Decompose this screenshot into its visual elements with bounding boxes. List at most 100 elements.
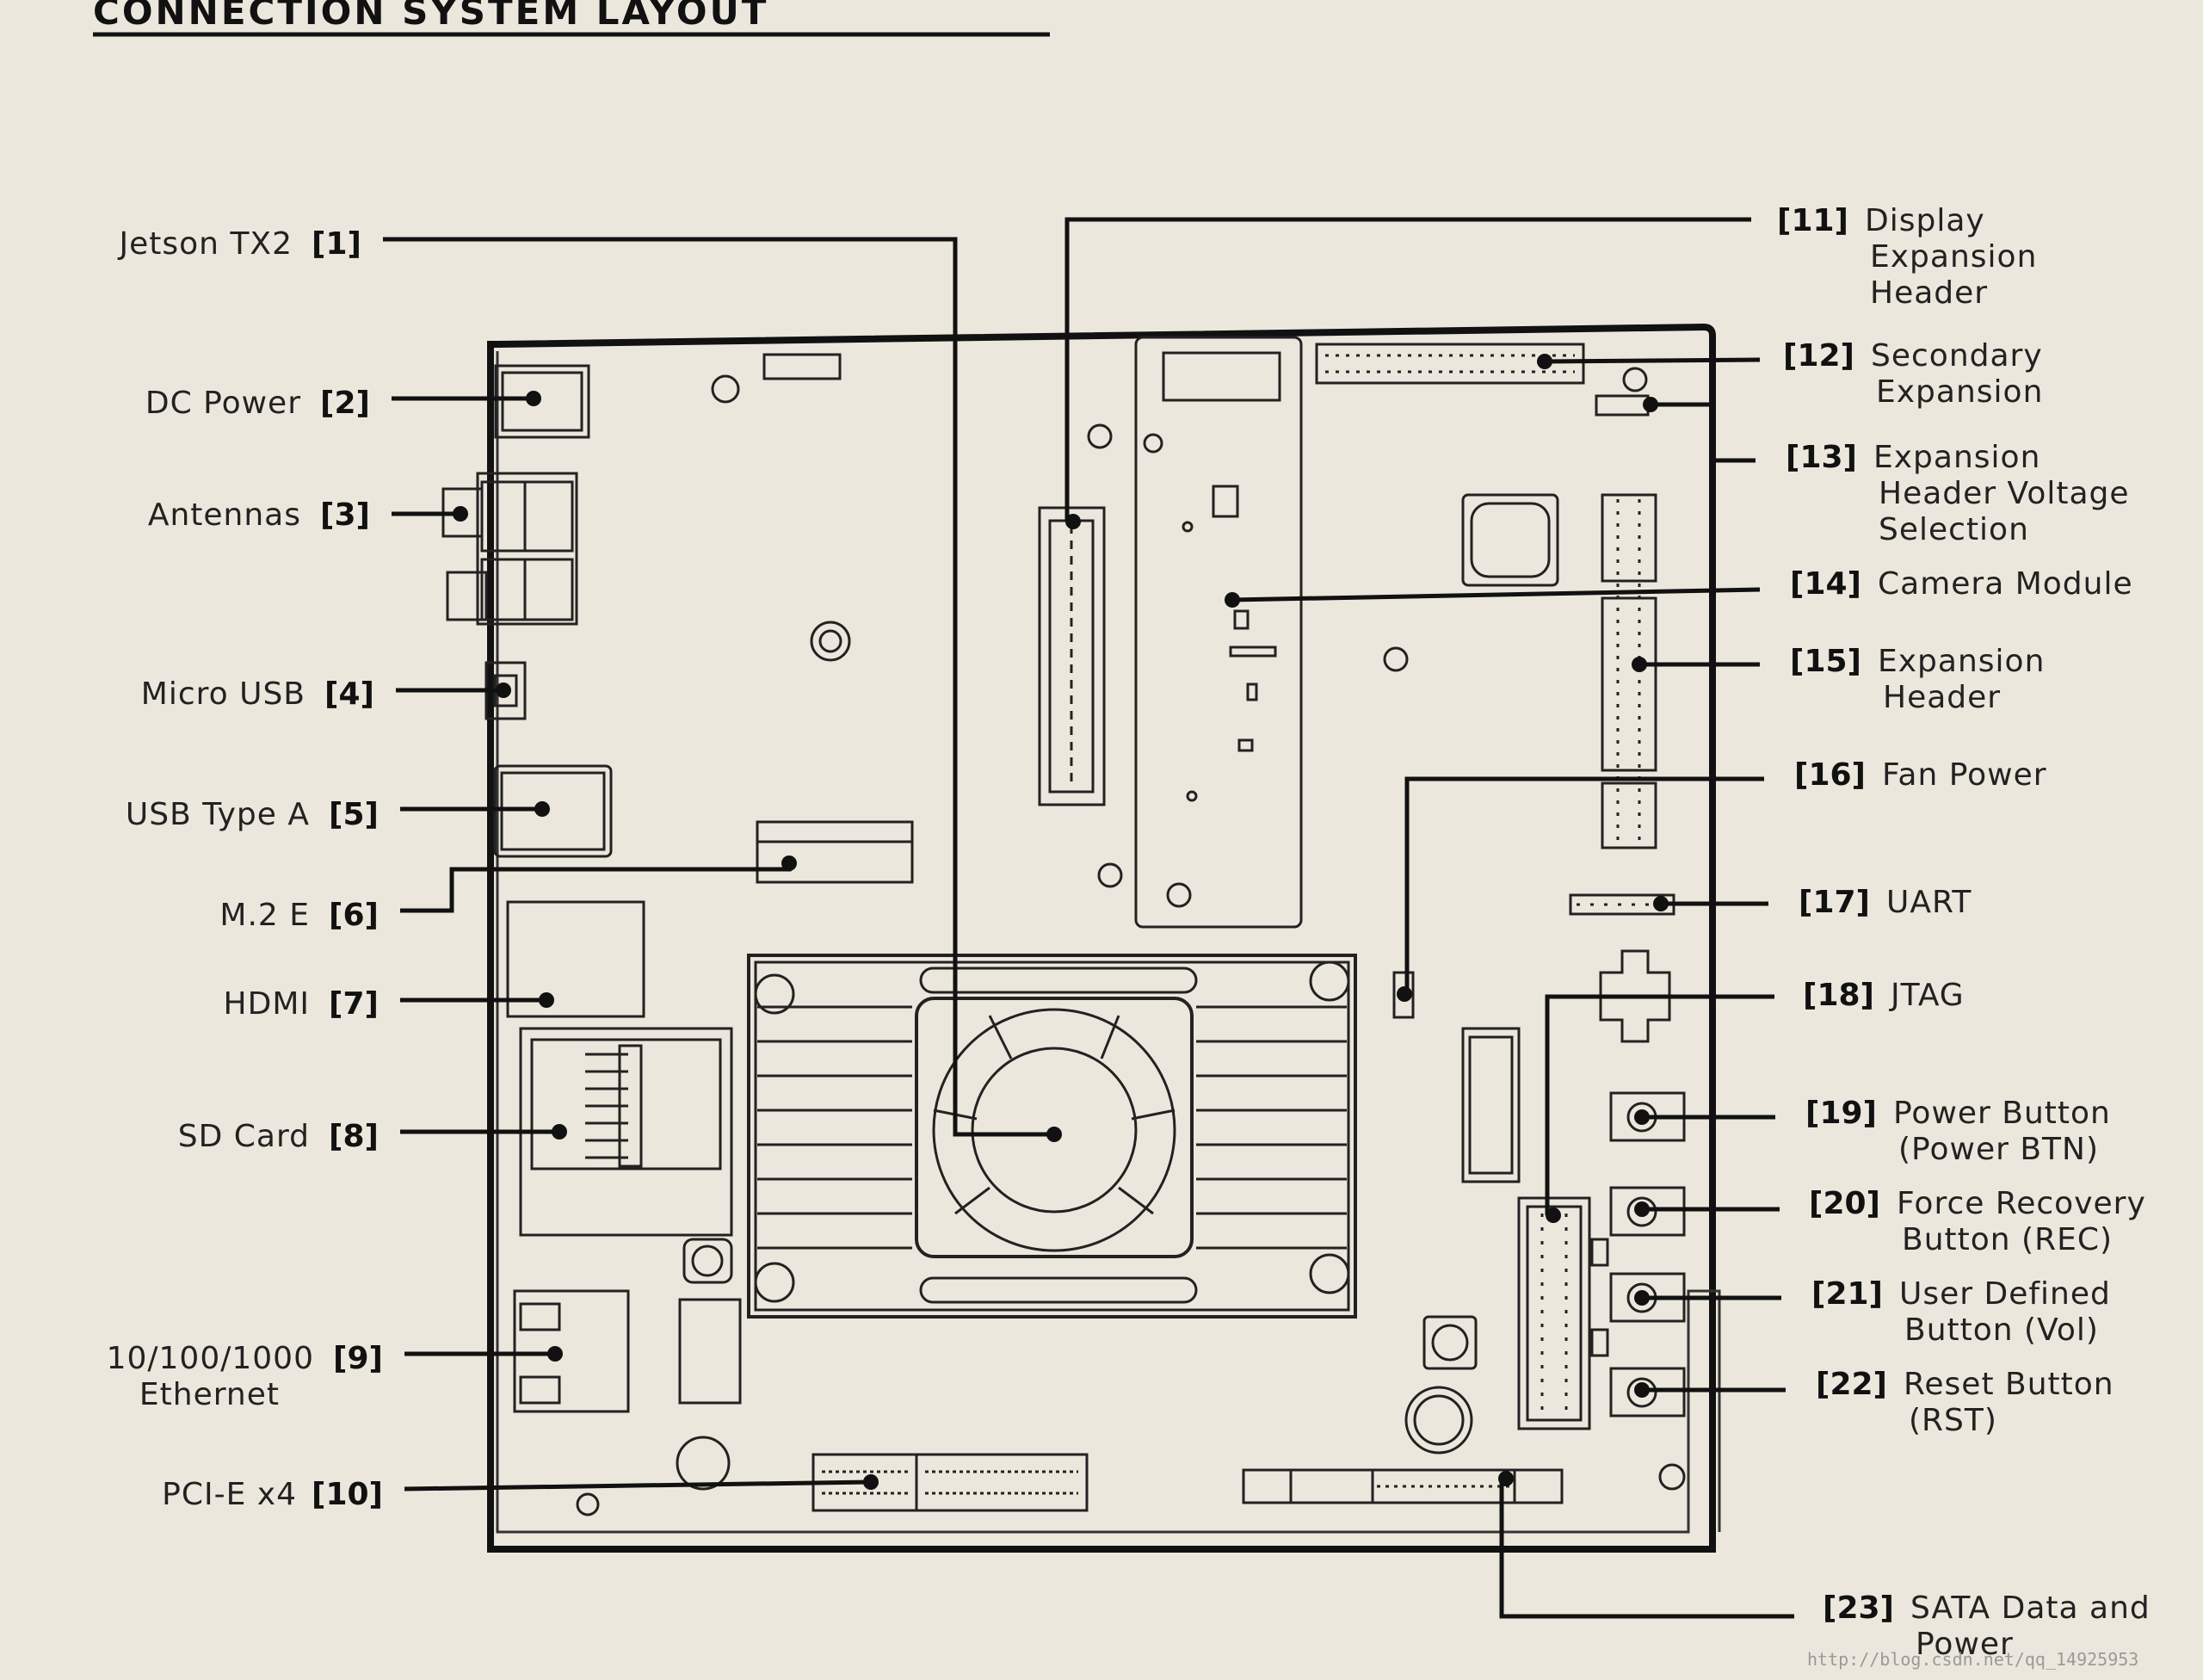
leader-line: [1545, 994, 1774, 1215]
callout-number: [12]: [1783, 338, 1854, 374]
callout-number: [20]: [1809, 1186, 1880, 1221]
callout-number: [9]: [333, 1341, 383, 1376]
callout-number: [16]: [1794, 757, 1866, 793]
callout: [19] Power Button(Power BTN): [1805, 1096, 2111, 1167]
leader-dot: [1046, 1127, 1062, 1142]
expansion-header: [1601, 493, 1657, 849]
misc-components-bottom: [1404, 1315, 1478, 1455]
callout-text: Camera Module: [1878, 566, 2133, 602]
leader-dot: [1653, 896, 1669, 911]
camera-module: [1134, 336, 1303, 929]
m2-e-slot: [756, 820, 914, 884]
leader-dot: [781, 855, 797, 871]
callout-labels: [1]Jetson TX2[2]DC Power[3]Antennas[4]Mi…: [107, 203, 2150, 1662]
callout-text: Power: [1916, 1627, 2014, 1662]
callout-text: Header: [1870, 275, 1988, 311]
callout-text: (Power BTN): [1898, 1132, 2099, 1167]
callout-number: [13]: [1786, 440, 1857, 475]
leader-line: [1544, 357, 1761, 364]
leader-dot: [496, 682, 511, 698]
push-buttons: [1590, 1091, 1686, 1418]
fan-power-connector: [1392, 971, 1415, 1019]
callout: [7] HDMI: [224, 986, 379, 1022]
leader-line: [400, 863, 792, 913]
callout-text: Header Voltage: [1879, 476, 2130, 511]
callout-number: [17]: [1799, 885, 1870, 920]
callout-number: [4]: [324, 676, 374, 712]
leader-dot: [552, 1124, 567, 1140]
callout-number: [5]: [329, 797, 379, 832]
callout-number: [3]: [320, 497, 370, 533]
leader-line: [1499, 1479, 1794, 1619]
leader-dot: [534, 801, 550, 817]
sata-connector: [1242, 1468, 1564, 1504]
callout-text: UART: [1886, 885, 1972, 920]
callout-text: User Defined: [1899, 1276, 2111, 1312]
callout-text: Expansion: [1873, 440, 2040, 475]
callout-text: Micro USB: [141, 676, 305, 712]
carrier-board: [487, 323, 1721, 1553]
dc-power-jack: [494, 364, 590, 439]
callout-number: [6]: [329, 898, 379, 933]
leader-dot: [1537, 354, 1552, 369]
leader-dot: [1634, 1290, 1650, 1306]
leader-dot: [526, 391, 541, 406]
leader-dot: [1634, 1109, 1650, 1125]
callout-text: Expansion: [1878, 644, 2045, 679]
callout-text: Reset Button: [1904, 1367, 2114, 1402]
callout-number: [11]: [1777, 203, 1848, 238]
leader-line: [1064, 217, 1751, 522]
display-expansion-header: [1038, 506, 1106, 806]
jtag-header: [1517, 1196, 1591, 1430]
callout-text: SD Card: [178, 1119, 310, 1154]
voltage-selection-jumper: [1595, 394, 1650, 417]
diagram-title: CONNECTION SYSTEM LAYOUT: [93, 0, 768, 33]
leader-dot: [1634, 1382, 1650, 1398]
callout: [4] Micro USB: [141, 676, 374, 712]
callout: [10]PCI-E x4: [162, 1477, 383, 1512]
callout: [5] USB Type A: [126, 797, 379, 832]
callout-text: DC Power: [145, 386, 301, 421]
ethernet-port: [513, 1289, 630, 1413]
callout-number: [1]: [312, 226, 361, 262]
callout-text: Display: [1865, 203, 1985, 238]
callout: [8] SD Card: [178, 1119, 379, 1154]
callout: [22]Reset Button(RST): [1816, 1367, 2114, 1438]
leader-dot: [1065, 514, 1081, 529]
callout-text: (RST): [1909, 1403, 1997, 1438]
callout: [6]M.2 E: [219, 898, 379, 933]
leader-line: [383, 237, 1054, 1137]
callout-text: JTAG: [1889, 978, 1965, 1013]
hdmi-connector: [506, 900, 645, 1018]
callout-number: [2]: [320, 386, 370, 421]
callout-number: [7]: [329, 986, 379, 1022]
callout-number: [19]: [1805, 1096, 1877, 1131]
leader-dot: [453, 506, 468, 522]
callout: [2] DC Power: [145, 386, 370, 421]
callout-text: Expansion: [1870, 239, 2037, 275]
callout-text: Expansion: [1876, 374, 2043, 410]
callout-text: Fan Power: [1882, 757, 2047, 793]
watermark-text: http://blog.csdn.net/qq_14925953: [1807, 1649, 2138, 1670]
callout-text: Power Button: [1893, 1096, 2111, 1131]
callout-text: HDMI: [224, 986, 310, 1022]
callout-number: [8]: [329, 1119, 379, 1154]
callout-text: Secondary: [1871, 338, 2043, 374]
callout-text: USB Type A: [126, 797, 310, 832]
leader-dot: [547, 1346, 563, 1362]
leader-dot: [863, 1474, 879, 1490]
mounting-holes: [576, 367, 1686, 1516]
leader-dot: [1546, 1208, 1561, 1223]
misc-component-square: [1461, 493, 1559, 587]
callout-text: PCI-E x4: [162, 1477, 297, 1512]
leader-dot: [1397, 986, 1412, 1002]
callout: [14]Camera Module: [1790, 566, 2133, 602]
leader-line: [1231, 587, 1761, 602]
callout-number: [23]: [1823, 1590, 1894, 1626]
